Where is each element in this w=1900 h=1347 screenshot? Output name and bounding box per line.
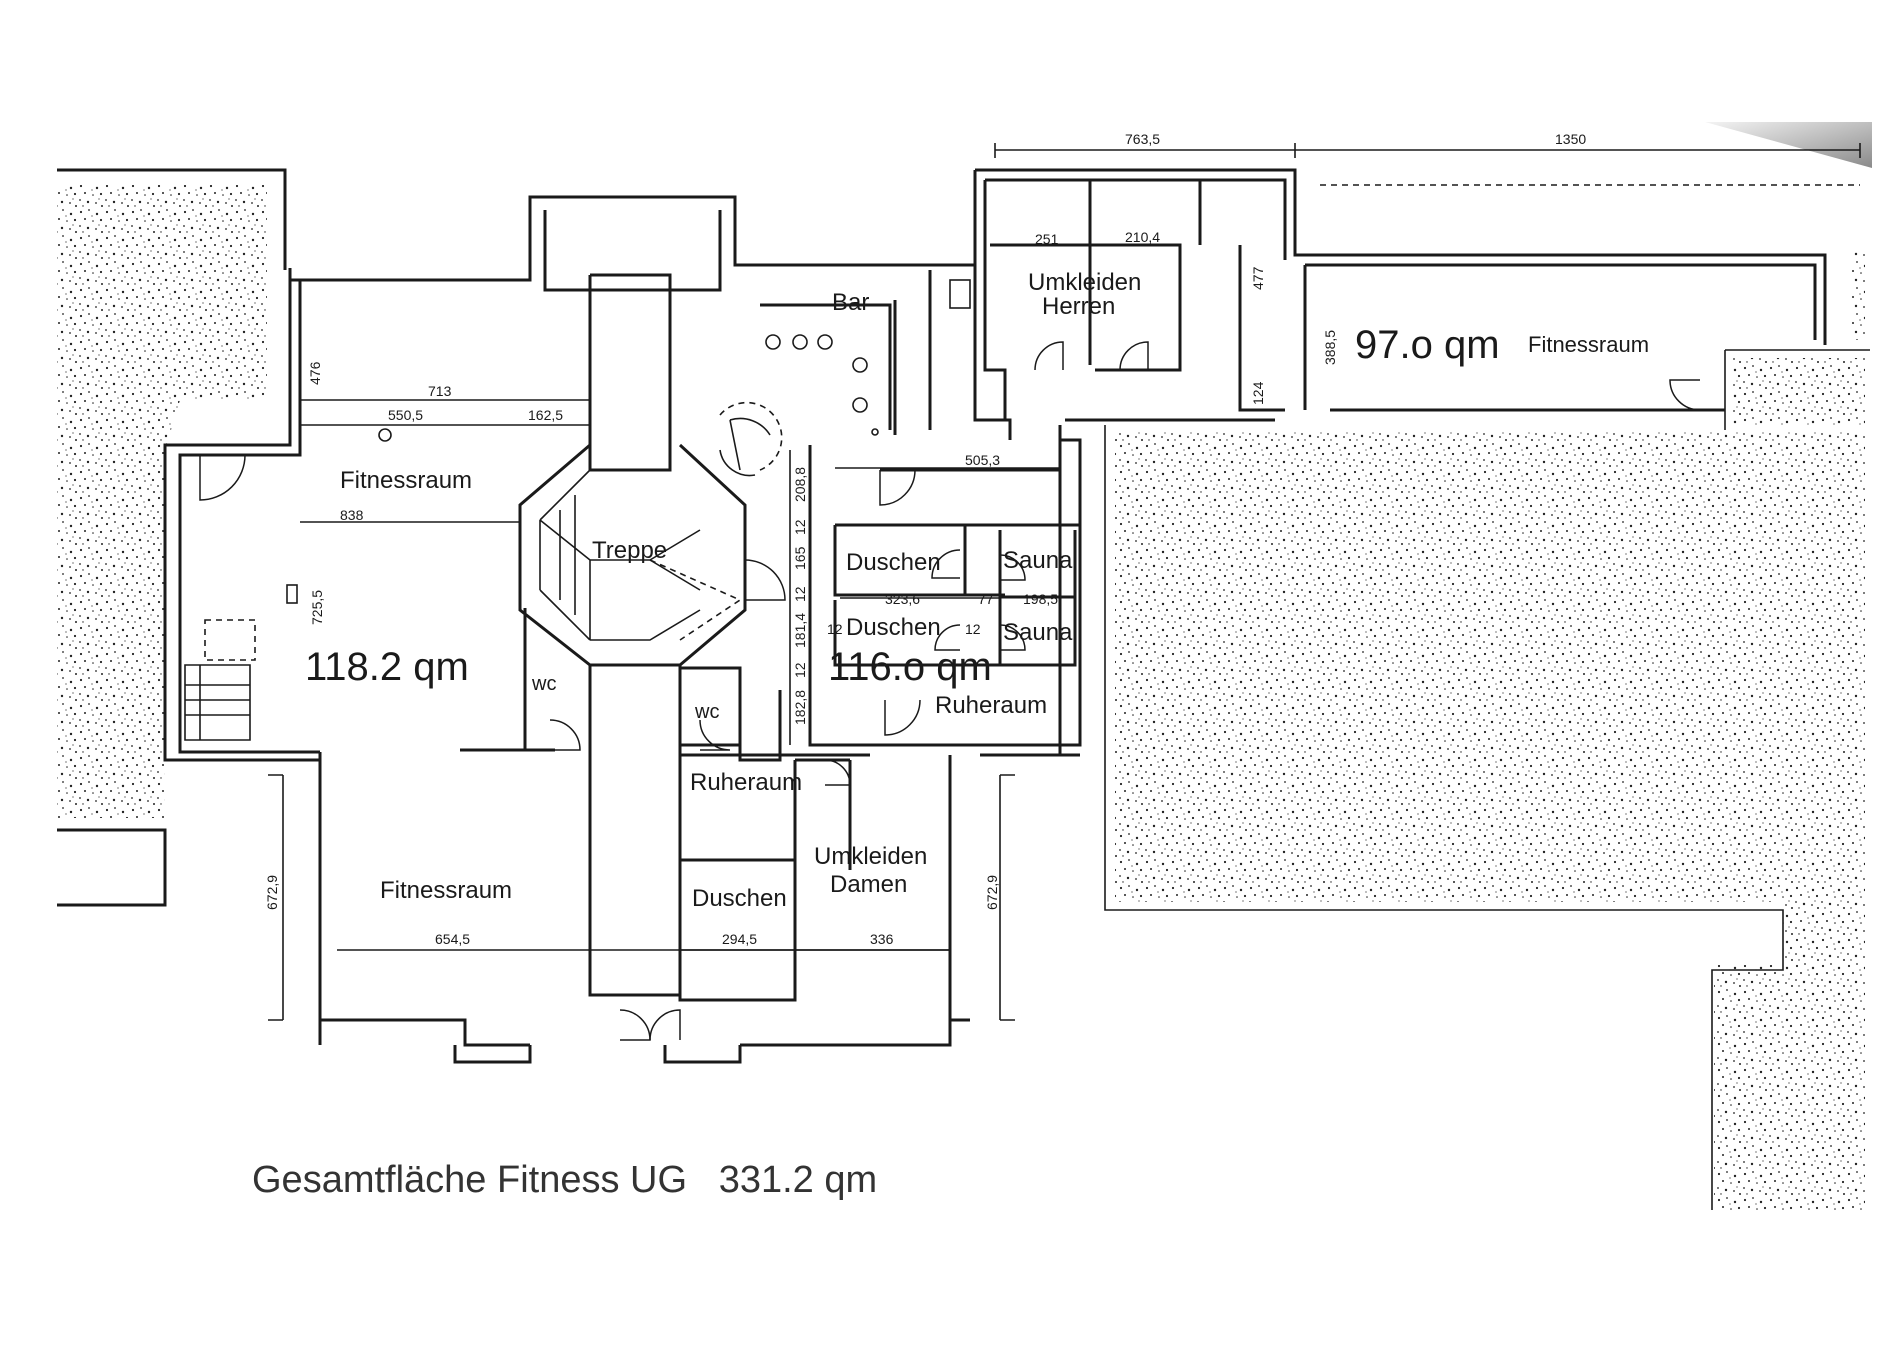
dim-336: 336 — [870, 931, 894, 947]
dim-838: 838 — [340, 507, 364, 523]
dim-12-d: 12 — [827, 621, 843, 637]
dim-77: 77 — [978, 591, 994, 607]
terrace-west — [57, 185, 267, 818]
dim-12-e: 12 — [965, 621, 981, 637]
dim-182-8: 182,8 — [792, 690, 808, 725]
dim-763-5: 763,5 — [1125, 131, 1160, 147]
dim-12-a: 12 — [792, 519, 808, 535]
room-label-duschen-3: Duschen — [692, 885, 787, 912]
dim-12-c: 12 — [792, 662, 808, 678]
dim-550-5: 550,5 — [388, 407, 423, 423]
walls — [163, 168, 1827, 1064]
room-label-duschen-2: Duschen — [846, 614, 941, 641]
dim-654-5: 654,5 — [435, 931, 470, 947]
room-label-treppe: Treppe — [592, 537, 667, 564]
doors — [199, 341, 1701, 1041]
dim-725-5: 725,5 — [309, 590, 325, 625]
room-label-sauna-2: Sauna — [1003, 619, 1073, 646]
terrace-outlines — [57, 168, 1870, 1210]
dim-165: 165 — [792, 546, 808, 570]
room-label-fitnessraum-north: Fitnessraum — [340, 467, 472, 494]
area-label-center: 116.o qm — [828, 645, 992, 689]
room-label-bar: Bar — [832, 289, 869, 316]
room-label-fitnessraum-south: Fitnessraum — [380, 877, 512, 904]
dim-181-4: 181,4 — [792, 613, 808, 648]
dim-672-9-left: 672,9 — [264, 875, 280, 910]
area-label-west: 118.2 qm — [305, 645, 469, 689]
terrace-areas — [57, 122, 1872, 1210]
dim-672-9-right: 672,9 — [984, 875, 1000, 910]
terrace-east-strip — [1852, 250, 1865, 340]
room-label-umkleiden-herren-1: Umkleiden — [1028, 269, 1141, 296]
area-label-east: 97.o qm — [1355, 323, 1500, 367]
scan-corner-shade — [1705, 122, 1872, 168]
room-label-umkleiden-damen-1: Umkleiden — [814, 843, 927, 870]
room-label-wc-2: wc — [694, 701, 719, 723]
room-labels: Fitnessraum Fitnessraum Fitnessraum Bar … — [340, 269, 1649, 912]
bar-fixtures — [286, 279, 971, 604]
room-label-ruheraum-1: Ruheraum — [935, 692, 1047, 719]
dim-251: 251 — [1035, 231, 1059, 247]
dim-162-5: 162,5 — [528, 407, 563, 423]
dim-198-5: 198,5 — [1023, 591, 1058, 607]
terrace-east-small — [1733, 358, 1865, 425]
room-label-umkleiden-herren-2: Herren — [1042, 293, 1115, 320]
total-area-label: Gesamtfläche Fitness UG 331.2 qm — [252, 1159, 877, 1201]
dim-477: 477 — [1250, 266, 1266, 290]
dim-1350: 1350 — [1555, 131, 1586, 147]
dim-294-5: 294,5 — [722, 931, 757, 947]
room-label-wc-1: wc — [531, 673, 556, 695]
dim-124: 124 — [1250, 381, 1266, 405]
dim-476: 476 — [307, 361, 323, 385]
area-labels: 118.2 qm 116.o qm 97.o qm — [305, 323, 1500, 689]
room-label-fitnessraum-east: Fitnessraum — [1528, 332, 1649, 357]
room-label-duschen-1: Duschen — [846, 549, 941, 576]
stairs — [184, 401, 783, 741]
room-label-ruheraum-2: Ruheraum — [690, 769, 802, 796]
dim-323-6: 323,6 — [885, 591, 920, 607]
dim-208-8: 208,8 — [792, 467, 808, 502]
dim-12-b: 12 — [792, 586, 808, 602]
room-label-sauna-1: Sauna — [1003, 547, 1073, 574]
dimension-lines — [268, 143, 1861, 1021]
room-label-umkleiden-damen-2: Damen — [830, 871, 907, 898]
dimension-labels: 763,5 1350 251 210,4 477 388,5 124 476 7… — [264, 131, 1586, 947]
dim-210-4: 210,4 — [1125, 229, 1160, 245]
dim-505-3: 505,3 — [965, 452, 1000, 468]
dim-388-5: 388,5 — [1322, 330, 1338, 365]
terrace-east — [1115, 430, 1865, 1210]
dim-713: 713 — [428, 383, 452, 399]
